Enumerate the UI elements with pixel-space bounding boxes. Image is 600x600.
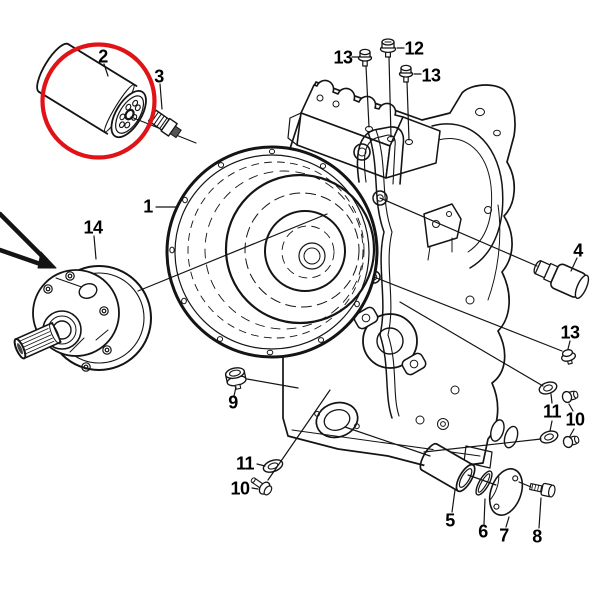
callout-1: 1 — [143, 196, 153, 217]
bolt-10-bottom — [250, 477, 273, 496]
case-gasket-edge-drawing — [356, 126, 405, 419]
callout-11-right: 11 — [542, 401, 562, 422]
bolt-8 — [529, 482, 556, 498]
callout-5: 5 — [445, 510, 455, 531]
bolt-10-right-bottom — [562, 435, 580, 449]
washer-11-bottom — [262, 459, 284, 473]
callout-6: 6 — [478, 521, 488, 542]
washer-11-right-top — [538, 381, 558, 395]
callout-13-top-left: 13 — [333, 47, 353, 68]
bell-housing-drawing — [165, 145, 379, 359]
callout-10-right: 10 — [565, 409, 585, 430]
bolt-10-right-top — [561, 390, 579, 404]
callout-7: 7 — [499, 525, 509, 546]
bolt-13-top-left — [357, 48, 373, 67]
leader-lines — [93, 47, 578, 529]
oil-filter-drawing — [36, 42, 147, 139]
plug-9 — [224, 367, 247, 390]
pump-drawing — [13, 265, 152, 372]
callout-13-right: 13 — [560, 322, 580, 343]
callout-10-bottom: 10 — [230, 478, 250, 499]
washer-11-right-bottom — [539, 430, 559, 444]
sleeve-5 — [419, 442, 476, 493]
callout-14: 14 — [83, 217, 103, 238]
callout-13-top-right: 13 — [421, 65, 441, 86]
pointer-arrow — [0, 211, 57, 269]
callout-12: 12 — [404, 38, 424, 59]
cover-plate-7 — [488, 468, 524, 516]
callout-9: 9 — [228, 392, 238, 413]
bolt-13-right — [561, 349, 577, 365]
callout-2: 2 — [98, 46, 108, 67]
o-ring-6 — [475, 470, 493, 496]
highlight-circle — [40, 42, 157, 160]
bolt-12 — [379, 38, 397, 58]
callout-4: 4 — [573, 240, 583, 261]
bolt-13-top-right — [398, 64, 414, 83]
callout-3: 3 — [154, 66, 164, 87]
plug-4 — [533, 260, 590, 300]
callout-8: 8 — [532, 526, 542, 547]
callout-11-bottom: 11 — [235, 453, 255, 474]
